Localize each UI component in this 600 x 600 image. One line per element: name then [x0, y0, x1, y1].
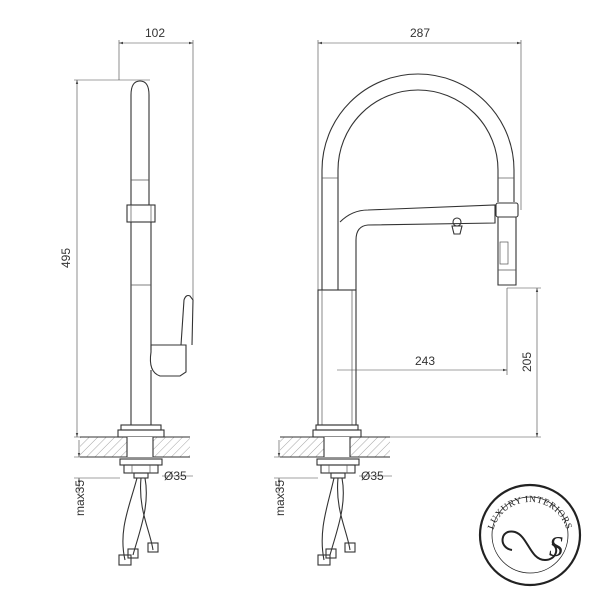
side-mount-nut — [119, 458, 163, 466]
front-hose-right — [336, 477, 351, 551]
front-spray-head — [497, 217, 517, 286]
brand-logo: LUXURY INTERIORS S — [478, 483, 582, 587]
front-hose-fitting — [317, 554, 331, 566]
side-height-label: 495 — [59, 248, 73, 268]
logo-outer-ring — [478, 483, 582, 587]
front-hose-left — [321, 477, 335, 561]
front-arm-button — [451, 225, 463, 235]
side-hose-right — [139, 477, 154, 551]
front-hose-mid — [329, 477, 344, 556]
side-max-label: max35 — [73, 480, 87, 516]
side-hose-fitting — [118, 554, 132, 566]
logo-swirl — [501, 530, 558, 562]
side-body — [130, 222, 152, 425]
side-base-plate — [120, 424, 162, 431]
front-base-plate — [315, 424, 359, 431]
side-lever-body — [149, 344, 187, 377]
front-body — [317, 289, 357, 426]
logo-inner-ring — [491, 496, 569, 574]
side-hose-mid — [132, 477, 147, 556]
side-width-label: 102 — [145, 26, 165, 40]
side-spray-head — [130, 80, 150, 205]
side-hole-label: Ø35 — [164, 469, 187, 483]
front-mount-nut — [316, 458, 360, 466]
logo-monogram: S — [549, 532, 563, 563]
front-hole-label: Ø35 — [361, 469, 384, 483]
side-collar — [126, 204, 156, 223]
front-max-label: max35 — [273, 480, 287, 516]
front-spray-arm — [339, 204, 496, 290]
front-view: 287 — [273, 26, 541, 566]
side-hose-left — [122, 477, 138, 561]
front-width-label: 287 — [410, 26, 430, 40]
front-reach-label: 243 — [415, 354, 435, 368]
side-view: 102 495 — [59, 26, 194, 566]
front-gooseneck-outer — [321, 73, 515, 290]
side-lever-handle — [180, 294, 194, 346]
front-spray-head-top — [495, 202, 519, 218]
front-spout-height-label: 205 — [520, 352, 534, 372]
front-gooseneck-inner — [337, 89, 499, 290]
